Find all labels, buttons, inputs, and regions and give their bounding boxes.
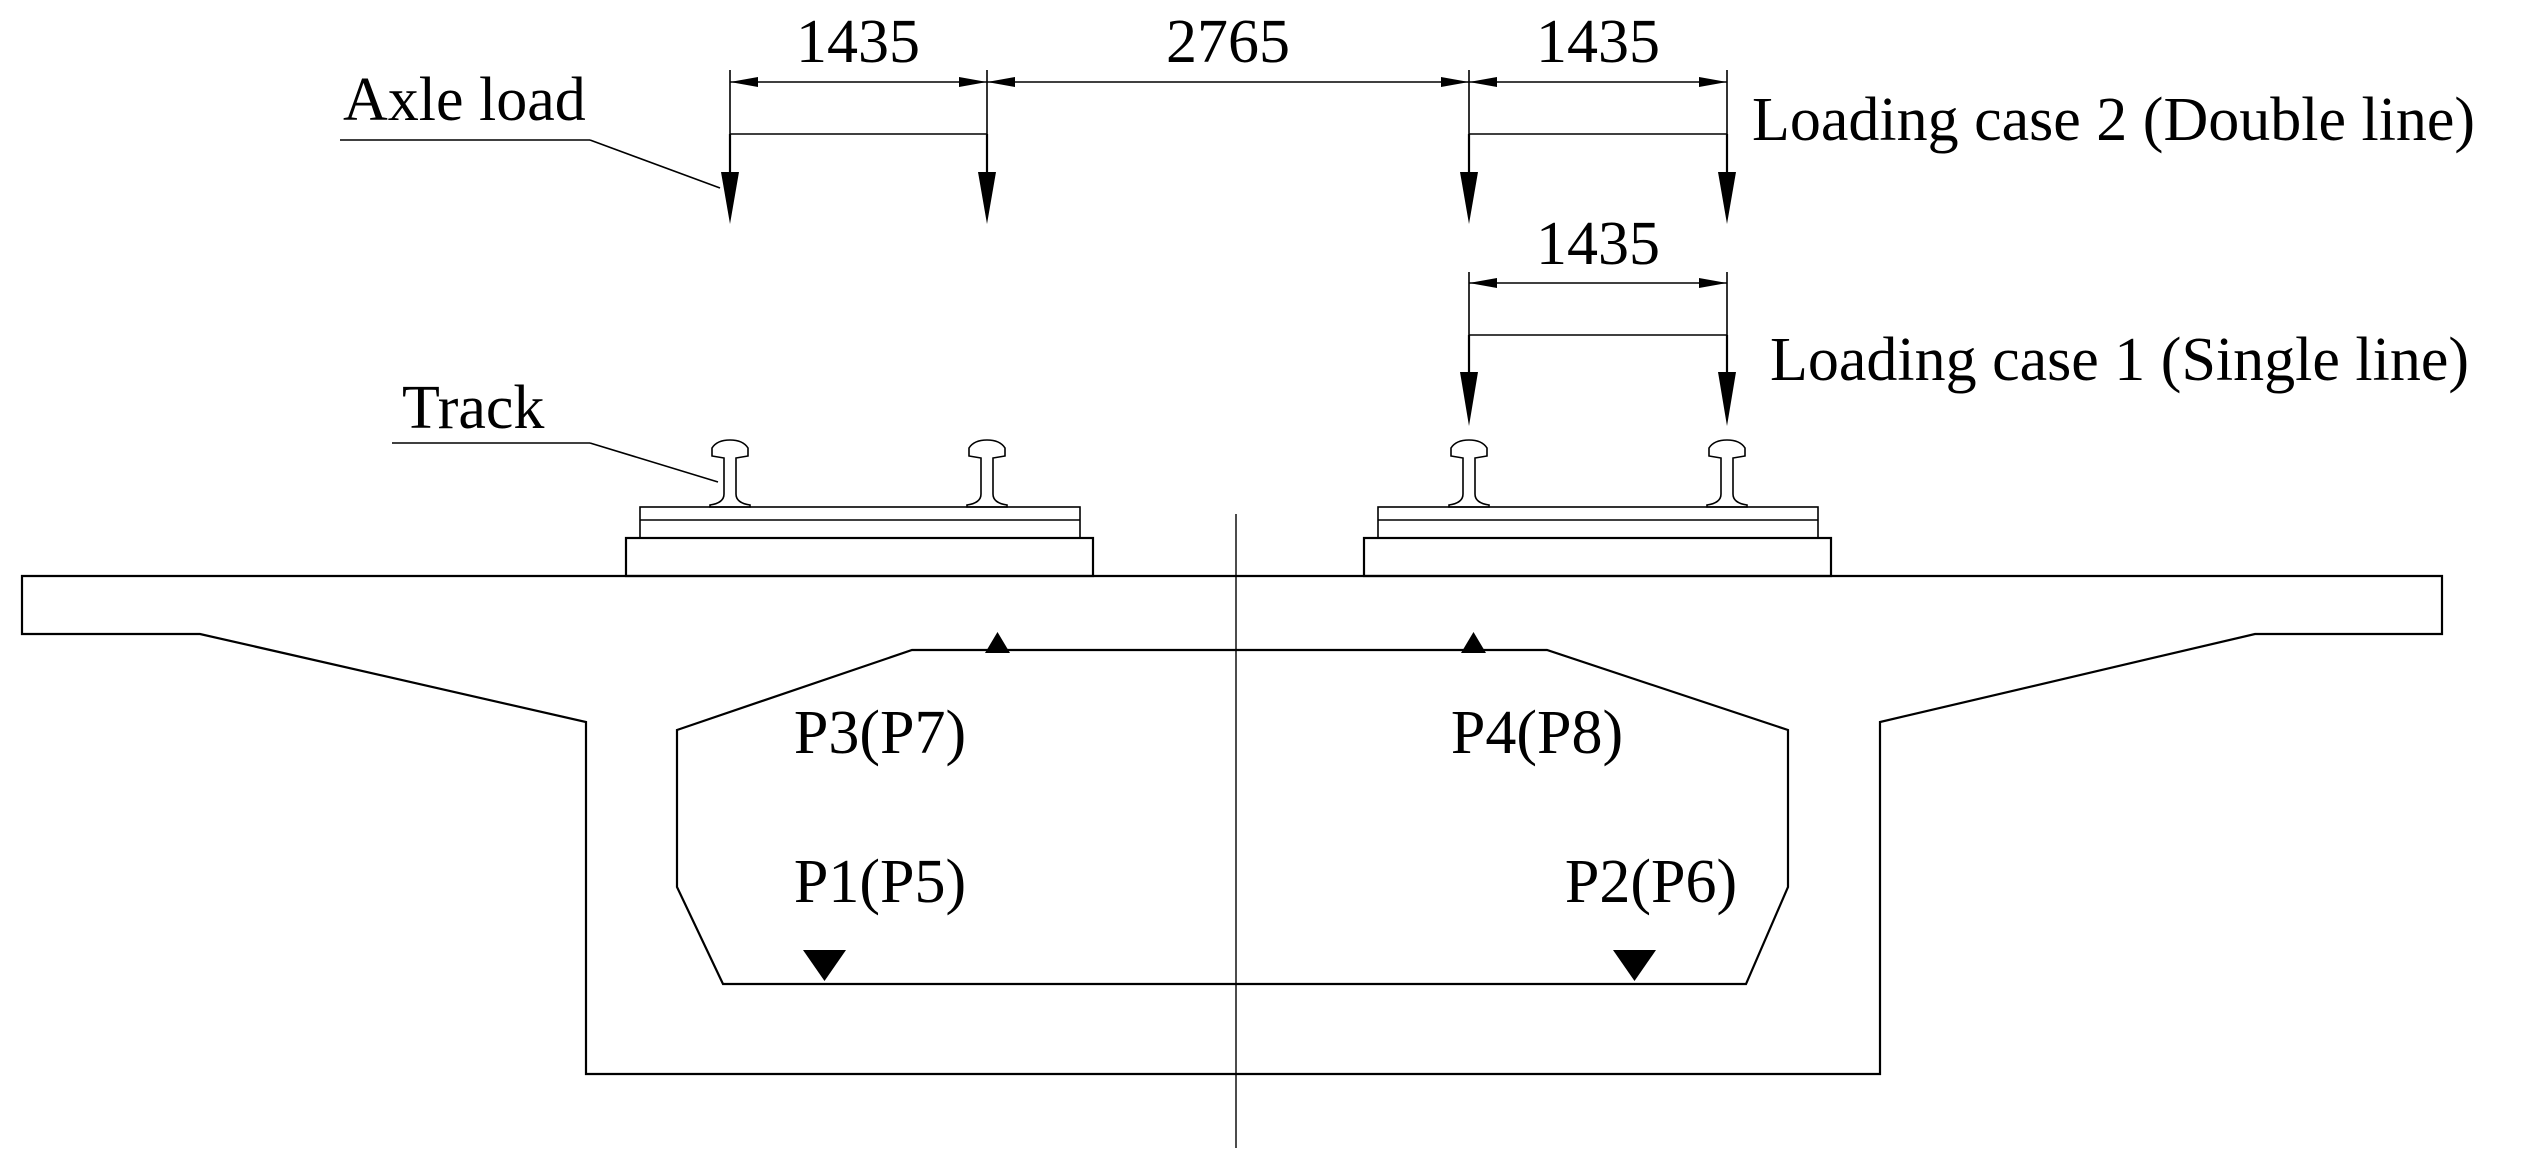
loading-case-1-axle-loads xyxy=(1460,272,1736,426)
point-p3-label: P3(P7) xyxy=(794,699,966,767)
axle-load-arrow xyxy=(1718,172,1736,224)
axle-load-arrow xyxy=(721,172,739,224)
loading-case-2-axle-loads xyxy=(721,133,1736,224)
track-label: Track xyxy=(402,374,544,442)
measurement-point-marker-down xyxy=(803,950,846,981)
loading-case-2-label: Loading case 2 (Double line) xyxy=(1752,86,2475,154)
point-p1-label: P1(P5) xyxy=(794,848,966,916)
point-p2-label: P2(P6) xyxy=(1565,848,1737,916)
axle-load-arrow xyxy=(1460,172,1478,224)
right-track xyxy=(1362,439,1833,578)
axle-load-arrow xyxy=(978,172,996,224)
box-girder-outline xyxy=(20,574,2444,1076)
measurement-point-marker-up xyxy=(985,632,1010,653)
loading-case-1-label: Loading case 1 (Single line) xyxy=(1770,326,2469,394)
dim-1435-case1: 1435 xyxy=(1536,210,1660,278)
box-girder-cell xyxy=(675,648,1790,986)
measurement-point-marker-up xyxy=(1461,632,1486,653)
dim-2765: 2765 xyxy=(1166,8,1290,76)
left-track xyxy=(624,439,1095,578)
point-p4-label: P4(P8) xyxy=(1451,699,1623,767)
top-dimension-line xyxy=(729,70,1728,170)
dim-1435-right: 1435 xyxy=(1536,8,1660,76)
axle-load-arrow xyxy=(1718,372,1736,426)
dim-1435-left: 1435 xyxy=(796,8,920,76)
measurement-point-marker-down xyxy=(1613,950,1656,981)
axle-load-label: Axle load xyxy=(343,66,586,134)
axle-load-arrow xyxy=(1460,372,1478,426)
